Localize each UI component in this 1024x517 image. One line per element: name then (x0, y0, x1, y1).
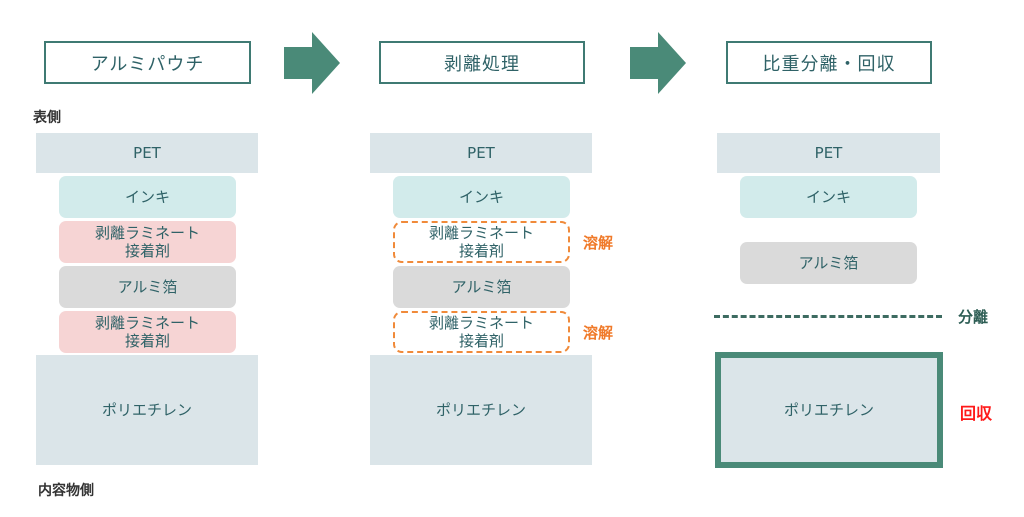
layer-ink: インキ (59, 176, 236, 218)
stage-title-text: アルミパウチ (90, 53, 205, 75)
layer-release-adhesive-dissolved: 剥離ラミネート接着剤 (393, 311, 570, 353)
layer-release-adhesive-dissolved: 剥離ラミネート接着剤 (393, 221, 570, 263)
right-arrow-icon (284, 32, 340, 94)
layer-label: アルミ箔 (117, 278, 178, 296)
separate-annotation: 分離 (958, 308, 989, 326)
layer-label: 剥離ラミネート (428, 314, 534, 332)
layer-ink: インキ (393, 176, 570, 218)
layer-label: 接着剤 (458, 242, 504, 260)
layer-aluminum-foil: アルミ箔 (59, 266, 236, 308)
stage-title-aluminum-pouch: アルミパウチ (44, 41, 251, 84)
layer-label: インキ (458, 188, 504, 206)
layer-label: 接着剤 (458, 332, 504, 350)
layer-label: PET (467, 144, 495, 162)
layer-label: アルミ箔 (451, 278, 512, 296)
layer-release-adhesive: 剥離ラミネート接着剤 (59, 221, 236, 263)
layer-label: 剥離ラミネート (94, 224, 200, 242)
recover-annotation: 回収 (960, 404, 993, 423)
layer-aluminum-foil: アルミ箔 (740, 242, 917, 284)
dissolve-annotation: 溶解 (583, 234, 614, 252)
layer-label: ポリエチレン (435, 401, 526, 419)
front-side-label: 表側 (33, 110, 61, 126)
layer-pet: PET (717, 133, 940, 173)
layer-label: PET (133, 144, 161, 162)
layer-polyethylene-recovered: ポリエチレン (715, 352, 943, 468)
layer-label: ポリエチレン (783, 401, 874, 419)
contents-side-label: 内容物側 (38, 483, 94, 499)
layer-label: 接着剤 (124, 332, 170, 350)
layer-polyethylene: ポリエチレン (36, 355, 258, 465)
layer-aluminum-foil: アルミ箔 (393, 266, 570, 308)
layer-label: 剥離ラミネート (94, 314, 200, 332)
stage-title-separation-recovery: 比重分離・回収 (726, 41, 932, 84)
separation-line (714, 315, 942, 318)
layer-label: 剥離ラミネート (428, 224, 534, 242)
stage-title-peeling: 剥離処理 (379, 41, 585, 84)
dissolve-annotation: 溶解 (583, 324, 614, 342)
layer-label: ポリエチレン (101, 401, 192, 419)
layer-ink: インキ (740, 176, 917, 218)
right-arrow-icon (630, 32, 686, 94)
layer-label: インキ (805, 188, 851, 206)
layer-label: PET (814, 144, 843, 162)
layer-label: 接着剤 (124, 242, 170, 260)
layer-label: アルミ箔 (798, 254, 859, 272)
layer-pet: PET (370, 133, 592, 173)
stage-title-text: 比重分離・回収 (762, 53, 896, 75)
stage-title-text: 剥離処理 (444, 53, 520, 75)
layer-release-adhesive: 剥離ラミネート接着剤 (59, 311, 236, 353)
layer-polyethylene: ポリエチレン (370, 355, 592, 465)
layer-label: インキ (124, 188, 170, 206)
layer-pet: PET (36, 133, 258, 173)
